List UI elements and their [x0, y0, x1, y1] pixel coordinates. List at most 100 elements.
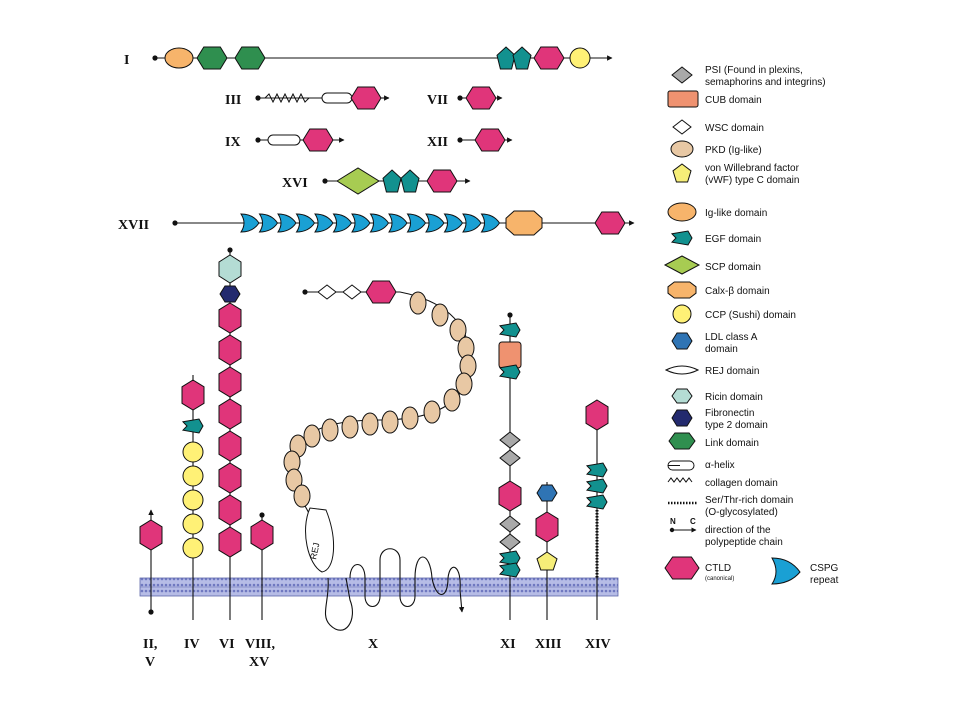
label-group-xii: XII [427, 135, 448, 150]
legend-vwf-symbol [672, 163, 692, 183]
ccp-domain-group-iv-5 [182, 537, 204, 559]
wsc-domain-group-x-2 [342, 284, 362, 300]
ctld-group-xi [498, 480, 522, 512]
legend-ldl-symbol [671, 332, 693, 350]
egf-domain-group-xvi-1 [382, 169, 402, 193]
pkd-domain-group-x-3 [449, 318, 467, 342]
egf-domain-group-xi-1 [498, 322, 521, 338]
legend-vwf-line1: von Willebrand factor [705, 163, 800, 174]
label-group-iv: IV [184, 637, 200, 652]
legend-psi-line2: semaphorins and integrins) [705, 77, 826, 88]
legend-ricin-symbol [671, 388, 693, 404]
vwf-type-c-domain-group-xiii [536, 551, 558, 571]
legend-cspg: CSPG [810, 563, 839, 574]
legend-ig: Ig-like domain [705, 208, 767, 219]
n-terminus-group-i [152, 55, 158, 61]
n-terminus-group-ii-v [148, 609, 154, 615]
legend-symbols [663, 66, 801, 585]
cspg-repeat-group-xvii-6 [332, 213, 353, 233]
legend-dir-c: C [690, 517, 696, 526]
ctld-group-viii-xv [250, 519, 274, 551]
pkd-domain-group-x-11 [361, 412, 379, 436]
label-group-xvii: XVII [118, 218, 149, 233]
psi-domain-group-xi-4 [499, 533, 521, 551]
pkd-domain-group-x-1 [409, 291, 427, 315]
egf-domain-group-i-2 [512, 46, 532, 70]
legend-text: PSI (Found in plexins, semaphorins and i… [670, 65, 839, 586]
legend-dir-n: N [670, 517, 676, 526]
cspg-repeat-group-xvii-2 [258, 213, 279, 233]
cub-domain-group-xi [498, 341, 522, 369]
alpha-helix-group-ix [267, 134, 301, 146]
ctld-group-ii-v [139, 519, 163, 551]
n-terminus-group-vii [457, 95, 463, 101]
legend-scp-symbol [663, 255, 701, 275]
label-group-viii: VIII, [245, 637, 275, 652]
ctld-group-vi-2 [218, 334, 242, 366]
ig-like-domain-group-i [164, 47, 194, 69]
legend-egf-symbol [670, 230, 693, 246]
cell-membrane [139, 577, 619, 597]
legend-scp: SCP domain [705, 262, 761, 273]
ctld-group-iii [350, 86, 382, 110]
pkd-domain-group-x-17 [285, 468, 303, 492]
pkd-domain-group-x-9 [401, 406, 419, 430]
group-labels: I III VII IX XII XVI XVII II, V IV VI VI… [118, 53, 611, 670]
legend-ldl-line2: domain [705, 344, 738, 355]
ctld-group-xii [474, 128, 506, 152]
legend-calx: Calx-β domain [705, 286, 770, 297]
ctld-group-vi-3 [218, 366, 242, 398]
egf-domain-group-i-1 [496, 46, 516, 70]
cspg-repeat-group-xvii-1 [240, 213, 260, 233]
pkd-domain-group-x-7 [443, 388, 461, 412]
pkd-domain-group-x-10 [381, 410, 399, 434]
legend-link-symbol [668, 432, 696, 450]
ccp-domain-group-iv-3 [182, 489, 204, 511]
label-group-i: I [124, 53, 129, 68]
ctld-group-xvi [426, 169, 458, 193]
collagen-domain-group-iii [264, 92, 310, 104]
ccp-domain-group-i [569, 47, 591, 69]
n-terminus-group-x [302, 289, 308, 295]
legend-cub-symbol [667, 90, 699, 108]
legend-ccp: CCP (Sushi) domain [705, 310, 796, 321]
psi-domain-group-xi-1 [499, 431, 521, 449]
ccp-domain-group-iv-2 [182, 465, 204, 487]
domain-shapes [139, 46, 626, 615]
legend-ccp-symbol [672, 304, 692, 324]
ctld-group-vii [465, 86, 497, 110]
ctld-group-ix [302, 128, 334, 152]
cspg-repeat-group-xvii-14 [480, 213, 501, 233]
ldl-class-a-domain-group-xiii [536, 484, 558, 502]
legend-rej: REJ domain [705, 366, 759, 377]
legend-wsc: WSC domain [705, 123, 764, 134]
n-terminus-group-xi [507, 312, 513, 318]
pkd-domain-group-x-2 [431, 303, 449, 327]
label-group-v: V [145, 655, 155, 670]
legend-cspg-symbol [771, 557, 801, 585]
label-group-iii: III [225, 93, 241, 108]
n-terminus-group-iii [255, 95, 261, 101]
label-group-xv: XV [249, 655, 269, 670]
label-group-ix: IX [225, 135, 241, 150]
fibronectin-type2-domain-group-vi [219, 285, 241, 303]
alpha-helix-group-iii [321, 92, 353, 104]
cspg-repeat-group-xvii-9 [388, 213, 408, 233]
legend-egf: EGF domain [705, 234, 761, 245]
legend-pkd-symbol [670, 140, 694, 158]
psi-domain-group-xi-2 [499, 449, 521, 467]
egf-domain-group-xiv-3 [585, 494, 608, 510]
ctld-group-i [533, 46, 565, 70]
legend-ahelix: α-helix [705, 460, 735, 471]
legend-fn2-line2: type 2 domain [705, 420, 768, 431]
legend-psi-line1: PSI (Found in plexins, [705, 65, 803, 76]
n-terminus-group-vi [227, 247, 233, 253]
egf-domain-group-xi-4 [498, 562, 521, 578]
rej-domain-label: REJ [308, 542, 321, 561]
cspg-repeat-group-xvii-7 [351, 213, 371, 233]
pkd-domain-group-x-13 [321, 418, 339, 442]
legend-ig-symbol [667, 202, 697, 222]
ctld-group-vi-5 [218, 430, 242, 462]
ctld-group-iv [181, 379, 205, 411]
